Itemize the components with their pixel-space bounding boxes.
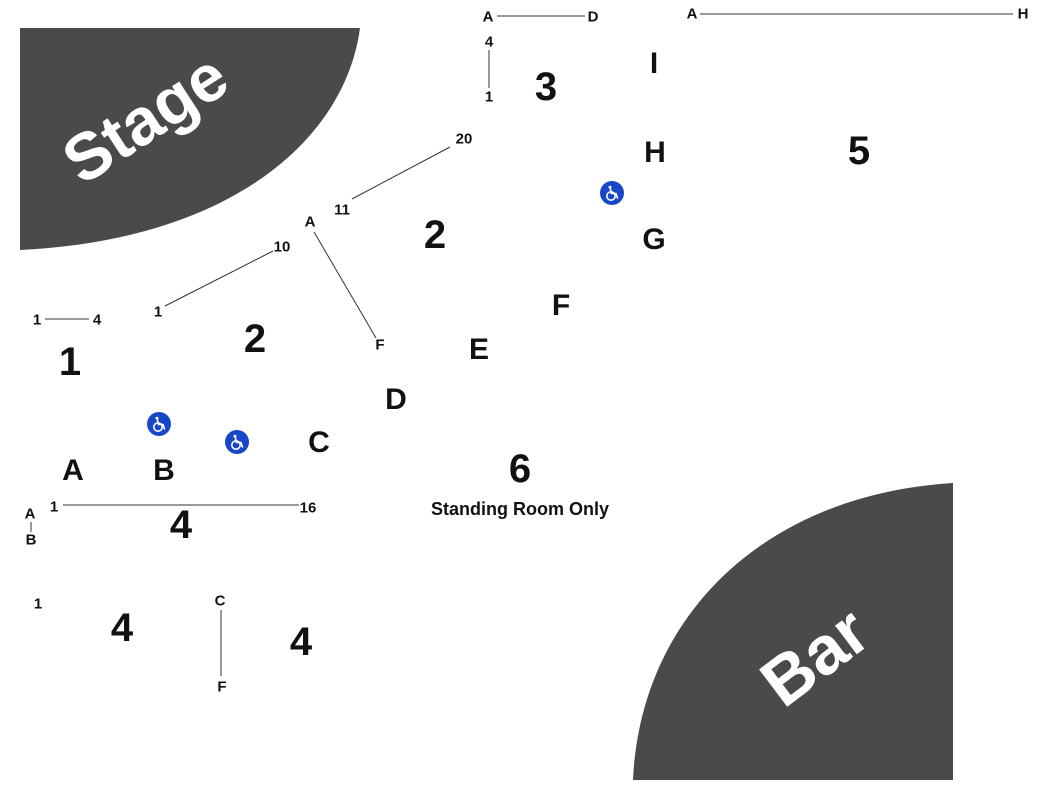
wheelchair-icon bbox=[225, 430, 249, 454]
s3-row-start: A bbox=[482, 8, 494, 26]
row-a-label: A bbox=[62, 454, 84, 487]
s4-seat-end: 16 bbox=[299, 499, 317, 517]
section-6-label: 6 bbox=[508, 447, 532, 491]
section-2b-label: 2 bbox=[423, 213, 447, 257]
section-1-label: 1 bbox=[58, 340, 82, 384]
section-3-label: 3 bbox=[534, 65, 558, 109]
standing-room-label: Standing Room Only bbox=[431, 499, 609, 519]
wheelchair-icon bbox=[600, 181, 624, 205]
section-4b-label: 4 bbox=[110, 606, 134, 650]
bar-area bbox=[633, 483, 953, 780]
section-2-row-line bbox=[313, 231, 377, 339]
s2b-seat-end: 20 bbox=[455, 130, 473, 148]
s4-seat-start: 1 bbox=[49, 498, 59, 516]
row-h-label: H bbox=[644, 136, 666, 169]
row-e-label: E bbox=[468, 333, 490, 366]
s2-row-end: F bbox=[375, 336, 385, 354]
wheelchair-icon bbox=[147, 412, 171, 436]
section-2b-seat-line bbox=[351, 146, 451, 200]
s5-row-start: A bbox=[686, 5, 698, 23]
s4-row-f: F bbox=[217, 678, 227, 696]
s1-seat-start: 1 bbox=[32, 311, 42, 329]
stage-area bbox=[20, 28, 360, 250]
row-f-label: F bbox=[551, 289, 571, 322]
s4-row-start: A bbox=[24, 505, 36, 523]
s4-row-end: B bbox=[25, 531, 37, 549]
row-d-label: D bbox=[385, 383, 407, 416]
s1-seat-end: 4 bbox=[92, 311, 102, 329]
s4-seat-1: 1 bbox=[33, 595, 43, 613]
section-4a-label: 4 bbox=[169, 503, 193, 547]
s3-seat-top: 4 bbox=[484, 33, 494, 51]
s2a-seat-start: 1 bbox=[153, 303, 163, 321]
row-b-label: B bbox=[153, 454, 175, 487]
s3-seat-bottom: 1 bbox=[484, 88, 494, 106]
section-2a-seat-line bbox=[164, 250, 274, 307]
s2a-seat-end: 10 bbox=[273, 238, 291, 256]
row-i-label: I bbox=[649, 47, 659, 80]
section-2a-label: 2 bbox=[243, 317, 267, 361]
s5-row-end: H bbox=[1017, 5, 1029, 23]
row-g-label: G bbox=[642, 223, 666, 256]
s2-row-start: A bbox=[304, 213, 316, 231]
s2b-seat-start: 11 bbox=[334, 201, 350, 219]
s4-row-c: C bbox=[214, 592, 226, 610]
section-4c-label: 4 bbox=[289, 620, 313, 664]
s3-row-end: D bbox=[587, 8, 599, 26]
row-c-label: C bbox=[308, 426, 330, 459]
section-5-label: 5 bbox=[847, 129, 871, 173]
